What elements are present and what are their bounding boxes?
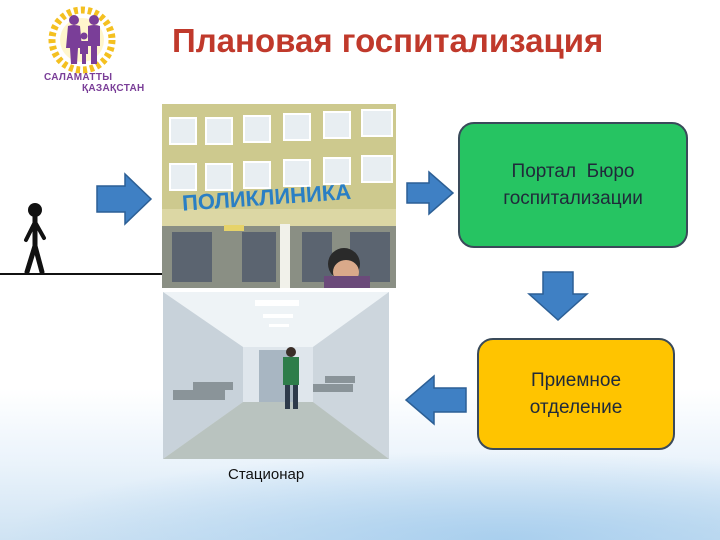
portal-bureau-box: Портал Бюро госпитализации <box>458 122 688 248</box>
arrow-right-icon <box>96 172 153 226</box>
slide-bottom-glow <box>0 450 720 540</box>
ground-line <box>0 273 168 275</box>
reception-box-line2: отделение <box>529 397 623 418</box>
page-title: Плановая госпитализация <box>172 22 604 59</box>
hospital-corridor-photo <box>163 292 389 459</box>
arrow-left-icon <box>404 374 467 426</box>
polyclinic-photo: ПОЛИКЛИНИКА <box>162 104 396 288</box>
portal-box-line1: Портал Бюро <box>511 161 635 182</box>
reception-box-line1: Приемное <box>530 370 622 391</box>
logo-line1: САЛАМАТТЫ <box>44 72 113 83</box>
family-icon <box>66 15 100 64</box>
walking-person-icon <box>24 203 46 275</box>
logo-line2: ҚАЗАҚСТАН <box>82 83 145 94</box>
reception-department-box: Приемное отделение <box>477 338 675 450</box>
hospital-caption: Стационар <box>228 466 305 483</box>
salamatty-kazakhstan-logo <box>48 6 116 74</box>
arrow-right-icon <box>406 170 455 216</box>
portal-box-line2: госпитализации <box>503 188 643 209</box>
arrow-down-icon <box>527 271 589 322</box>
